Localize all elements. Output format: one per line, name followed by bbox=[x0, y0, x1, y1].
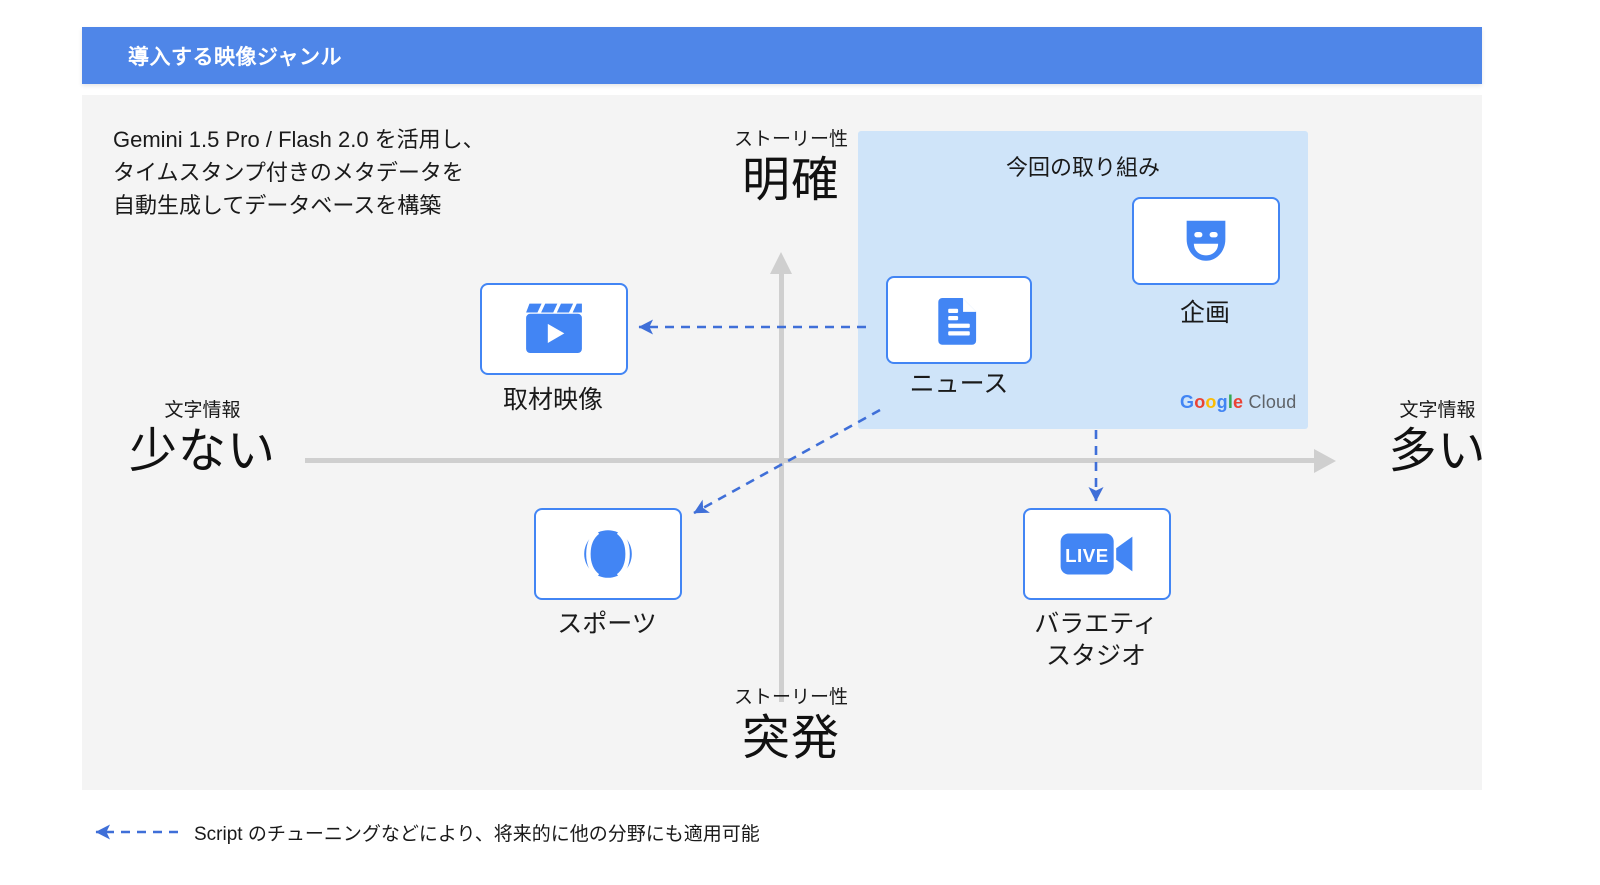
legend-text: Script のチューニングなどにより、将来的に他の分野にも適用可能 bbox=[194, 823, 760, 845]
x-axis-arrowhead-icon bbox=[1314, 449, 1336, 473]
axis-label-top-big: 明確 bbox=[741, 154, 840, 207]
axis-label-left-small: 文字情報 bbox=[164, 400, 241, 421]
description-text: Gemini 1.5 Pro / Flash 2.0 を活用し、 タイムスタンプ… bbox=[113, 127, 485, 218]
google-cloud-logo: Google Cloud bbox=[1180, 392, 1296, 413]
axis-label-right: 文字情報 多い bbox=[1330, 399, 1545, 481]
document-icon bbox=[938, 297, 977, 345]
highlight-region-label: 今回の取り組み bbox=[1005, 155, 1160, 180]
legend-dashed-arrow-icon bbox=[95, 824, 178, 840]
axis-label-bottom-big: 突発 bbox=[741, 712, 840, 765]
logo-letter-o1: o bbox=[1194, 392, 1206, 412]
axis-label-left: 文字情報 少ない bbox=[95, 399, 310, 481]
genre-card-live[interactable]: LIVE bbox=[1023, 508, 1171, 600]
axis-label-bottom-small: ストーリー性 bbox=[733, 687, 848, 708]
axis-label-bottom: ストーリー性 突発 bbox=[655, 686, 927, 768]
page-title: 導入する映像ジャンル bbox=[128, 45, 342, 69]
genre-label-kikaku: 企画 bbox=[1179, 299, 1230, 327]
theater-mask-icon bbox=[1186, 220, 1226, 261]
sports-ball-icon bbox=[584, 530, 632, 578]
logo-letter-l: l bbox=[1227, 392, 1234, 412]
genre-card-kikaku[interactable] bbox=[1132, 197, 1280, 285]
genre-card-shuzai[interactable] bbox=[480, 283, 628, 375]
axis-label-left-big: 少ない bbox=[128, 425, 276, 478]
svg-text:LIVE: LIVE bbox=[1065, 545, 1109, 566]
genre-label-news: ニュース bbox=[909, 370, 1009, 398]
footer-legend: Script のチューニングなどにより、将来的に他の分野にも適用可能 bbox=[82, 812, 760, 852]
logo-letter-g2: g bbox=[1216, 392, 1228, 412]
y-axis-arrowhead-icon bbox=[770, 252, 792, 274]
axis-label-right-big: 多い bbox=[1388, 425, 1487, 478]
genre-card-sports[interactable] bbox=[534, 508, 682, 600]
movie-clapper-icon bbox=[526, 303, 582, 354]
genre-label-shuzai: 取材映像 bbox=[502, 386, 603, 414]
axis-label-top: ストーリー性 明確 bbox=[655, 128, 927, 210]
genre-label-live: バラエティ スタジオ bbox=[1034, 610, 1158, 670]
axis-label-top-small: ストーリー性 bbox=[733, 129, 848, 150]
logo-letter-g: G bbox=[1180, 392, 1195, 412]
live-video-icon: LIVE bbox=[1060, 533, 1133, 575]
axis-label-right-small: 文字情報 bbox=[1399, 400, 1476, 421]
y-axis-line bbox=[779, 272, 784, 702]
genre-card-news[interactable] bbox=[886, 276, 1032, 364]
genre-label-sports: スポーツ bbox=[557, 610, 657, 638]
logo-letter-e: e bbox=[1233, 392, 1244, 412]
logo-cloud-text: Cloud bbox=[1248, 392, 1297, 412]
logo-letter-o2: o bbox=[1205, 392, 1217, 412]
x-axis-line bbox=[305, 458, 1315, 463]
slide-title-bar: 導入する映像ジャンル bbox=[82, 27, 1482, 84]
